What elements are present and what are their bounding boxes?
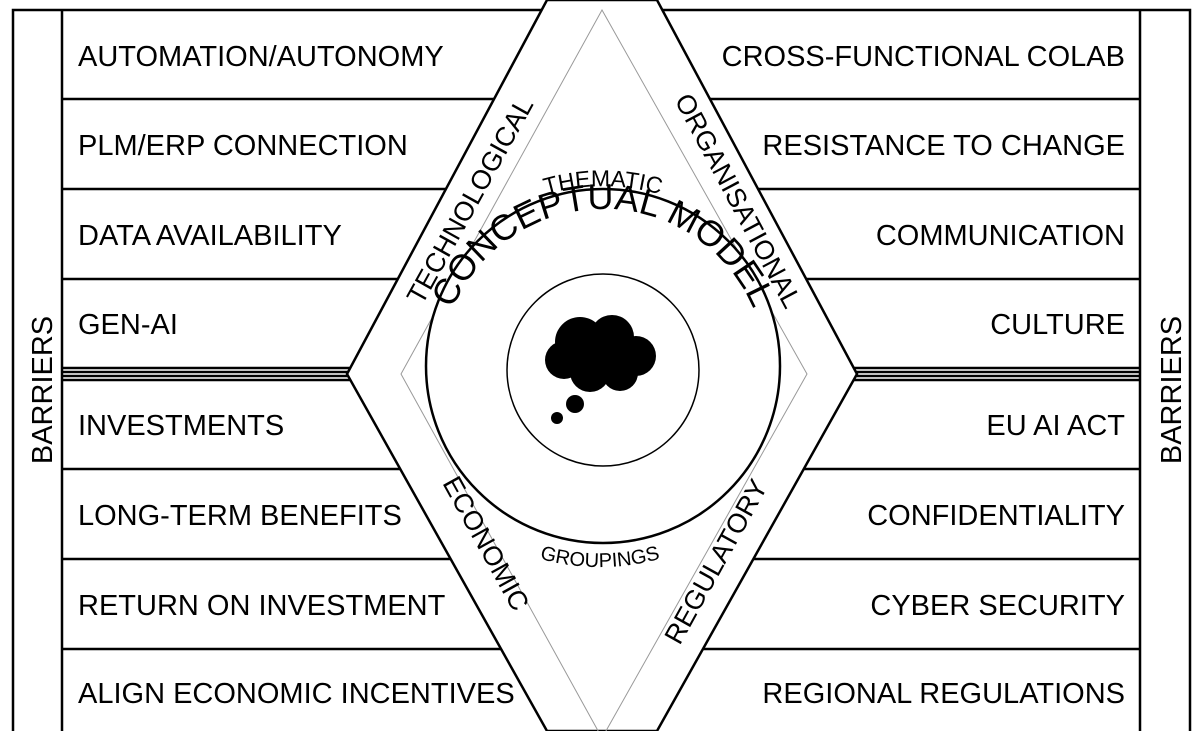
left-row-labels: AUTOMATION/AUTONOMY PLM/ERP CONNECTION D…: [78, 41, 515, 710]
row-label-automation: AUTOMATION/AUTONOMY: [78, 41, 444, 73]
row-label-data-availability: DATA AVAILABILITY: [78, 220, 342, 252]
row-label-communication: COMMUNICATION: [876, 220, 1125, 252]
row-label-gen-ai: GEN-AI: [78, 309, 178, 341]
row-label-plm-erp: PLM/ERP CONNECTION: [78, 130, 408, 162]
row-label-return-on-investment: RETURN ON INVESTMENT: [78, 590, 446, 622]
thought-cloud-icon: [545, 315, 656, 424]
barriers-label-left: BARRIERS: [27, 316, 59, 464]
row-label-resistance-to-change: RESISTANCE TO CHANGE: [762, 130, 1125, 162]
row-label-culture: CULTURE: [990, 309, 1125, 341]
row-label-long-term-benefits: LONG-TERM BENEFITS: [78, 500, 402, 532]
right-row-labels: CROSS-FUNCTIONAL COLAB RESISTANCE TO CHA…: [722, 41, 1126, 710]
barriers-label-right: BARRIERS: [1156, 316, 1188, 464]
row-label-cross-functional-colab: CROSS-FUNCTIONAL COLAB: [722, 41, 1125, 73]
row-label-investments: INVESTMENTS: [78, 410, 284, 442]
row-label-confidentiality: CONFIDENTIALITY: [867, 500, 1125, 532]
row-label-regional-regulations: REGIONAL REGULATIONS: [762, 678, 1125, 710]
row-label-cyber-security: CYBER SECURITY: [870, 590, 1125, 622]
inner-circle: [506, 273, 700, 467]
row-label-eu-ai-act: EU AI ACT: [986, 410, 1125, 442]
row-label-align-economic-incentives: ALIGN ECONOMIC INCENTIVES: [78, 678, 515, 710]
